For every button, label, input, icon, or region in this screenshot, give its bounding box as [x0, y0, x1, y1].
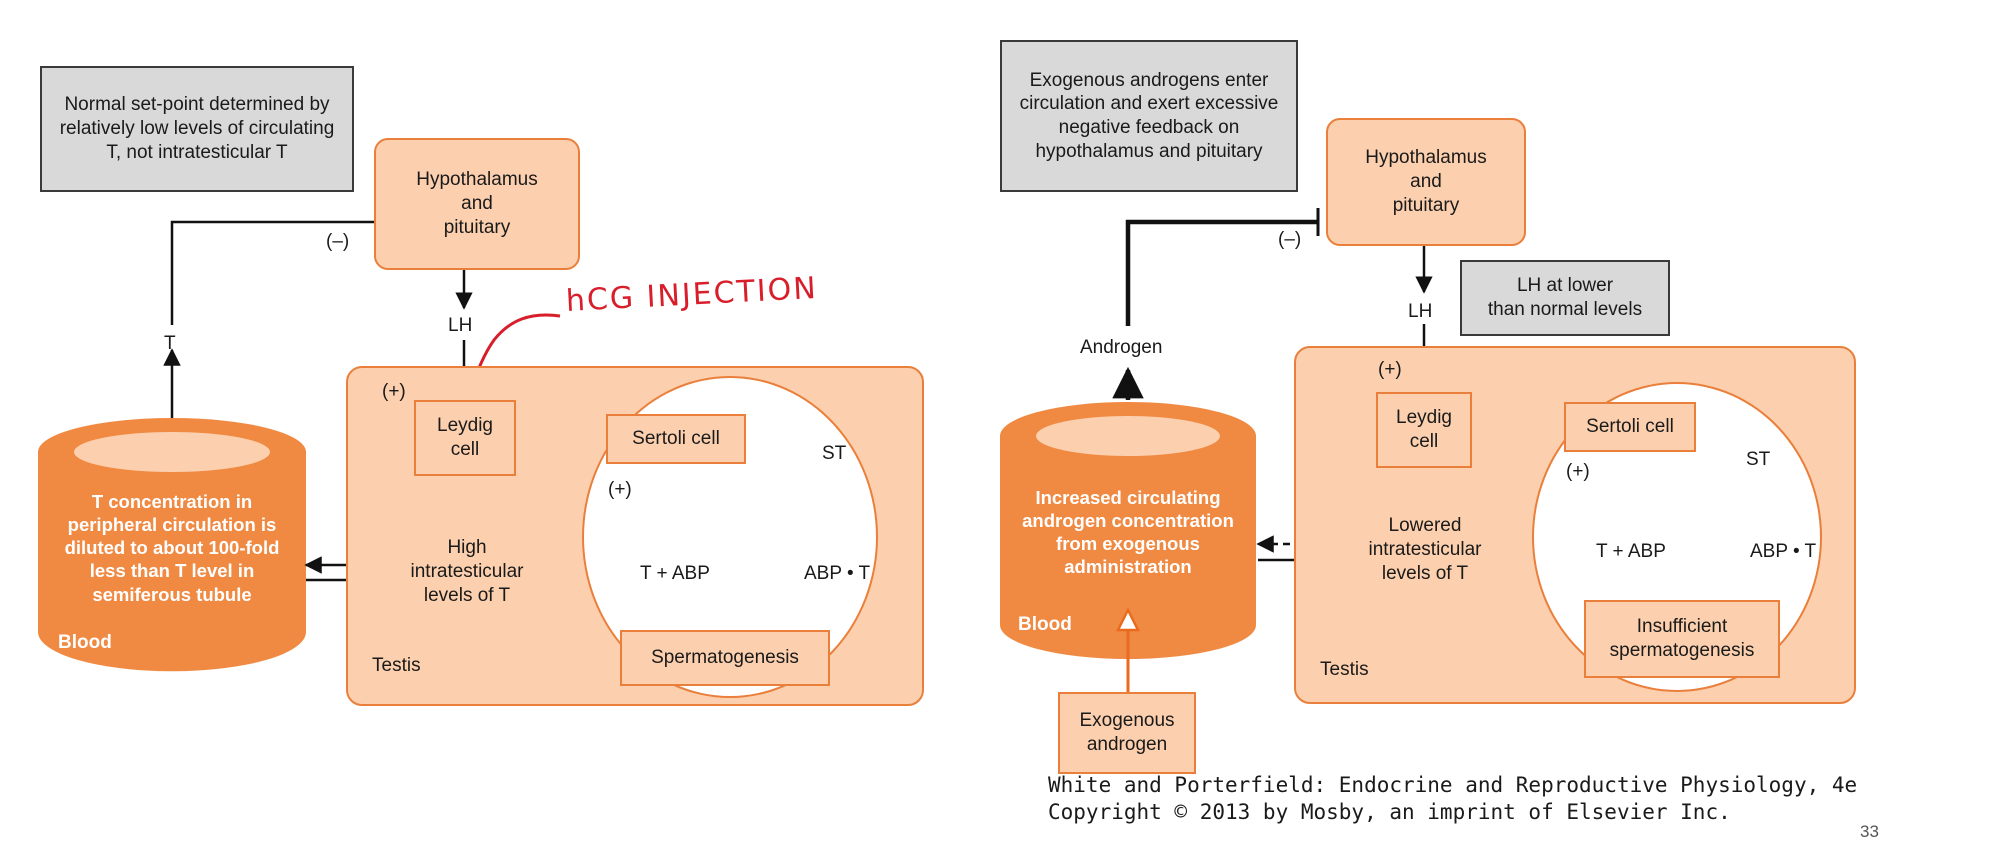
right-leydig-cell-box: Leydig cell	[1376, 392, 1472, 468]
right-blood-text: Increased circulating androgen concentra…	[1022, 487, 1234, 578]
right-positive-label: (+)	[1378, 359, 1402, 380]
right-blood-label: Blood	[1018, 614, 1072, 635]
right-t-abp-label: T + ABP	[1596, 541, 1666, 562]
credit-line-2: Copyright © 2013 by Mosby, an imprint of…	[1048, 800, 1731, 825]
left-abp-t-label: ABP • T	[804, 563, 871, 584]
left-t-label: T	[164, 333, 176, 354]
left-setpoint-note: Normal set-point determined by relativel…	[40, 66, 354, 192]
left-t-abp-label: T + ABP	[640, 563, 710, 584]
left-positive-label: (+)	[382, 381, 406, 402]
left-setpoint-note-text: Normal set-point determined by relativel…	[59, 94, 335, 163]
right-negative-feedback-label: (–)	[1278, 229, 1302, 250]
left-spermatogenesis-box: Spermatogenesis	[620, 630, 830, 686]
right-exogenous-note: Exogenous androgens enter circulation an…	[1000, 40, 1298, 192]
left-inner-positive-label: (+)	[608, 479, 632, 500]
left-st-label: ST	[822, 443, 847, 464]
left-blood-text: T concentration in peripheral circulatio…	[64, 491, 280, 605]
left-leydig-cell-box: Leydig cell	[414, 400, 516, 476]
left-lh-label: LH	[448, 315, 473, 336]
right-hypothalamus-box: Hypothalamus and pituitary	[1326, 118, 1526, 246]
left-sertoli-cell-box: Sertoli cell	[606, 414, 746, 464]
right-insufficient-spermatogenesis-box: Insufficient spermatogenesis	[1584, 600, 1780, 678]
left-blood-cylinder	[38, 418, 306, 672]
left-hypothalamus-box: Hypothalamus and pituitary	[374, 138, 580, 270]
right-blood-cylinder	[1000, 402, 1256, 659]
right-st-label: ST	[1746, 449, 1771, 470]
left-negative-feedback-label: (–)	[326, 231, 350, 252]
right-exogenous-note-text: Exogenous androgens enter circulation an…	[1019, 69, 1279, 162]
left-high-t-label: High intratesticular levels of T	[410, 537, 524, 606]
right-lh-note: LH at lower than normal levels	[1460, 260, 1670, 336]
page-number: 33	[1860, 822, 1879, 841]
figure-credit: White and Porterfield: Endocrine and Rep…	[1048, 772, 1857, 827]
right-lh-label: LH	[1408, 301, 1433, 322]
right-androgen-label: Androgen	[1080, 337, 1163, 358]
right-exogenous-androgen-box: Exogenous androgen	[1058, 692, 1196, 774]
credit-line-1: White and Porterfield: Endocrine and Rep…	[1048, 773, 1858, 797]
right-lowered-t-label: Lowered intratesticular levels of T	[1368, 515, 1482, 584]
right-sertoli-cell-box: Sertoli cell	[1564, 402, 1696, 452]
right-testis-label: Testis	[1320, 659, 1369, 680]
right-inner-positive-label: (+)	[1566, 461, 1590, 482]
left-blood-label: Blood	[58, 632, 112, 653]
left-testis-label: Testis	[372, 655, 421, 676]
right-abp-t-label: ABP • T	[1750, 541, 1817, 562]
